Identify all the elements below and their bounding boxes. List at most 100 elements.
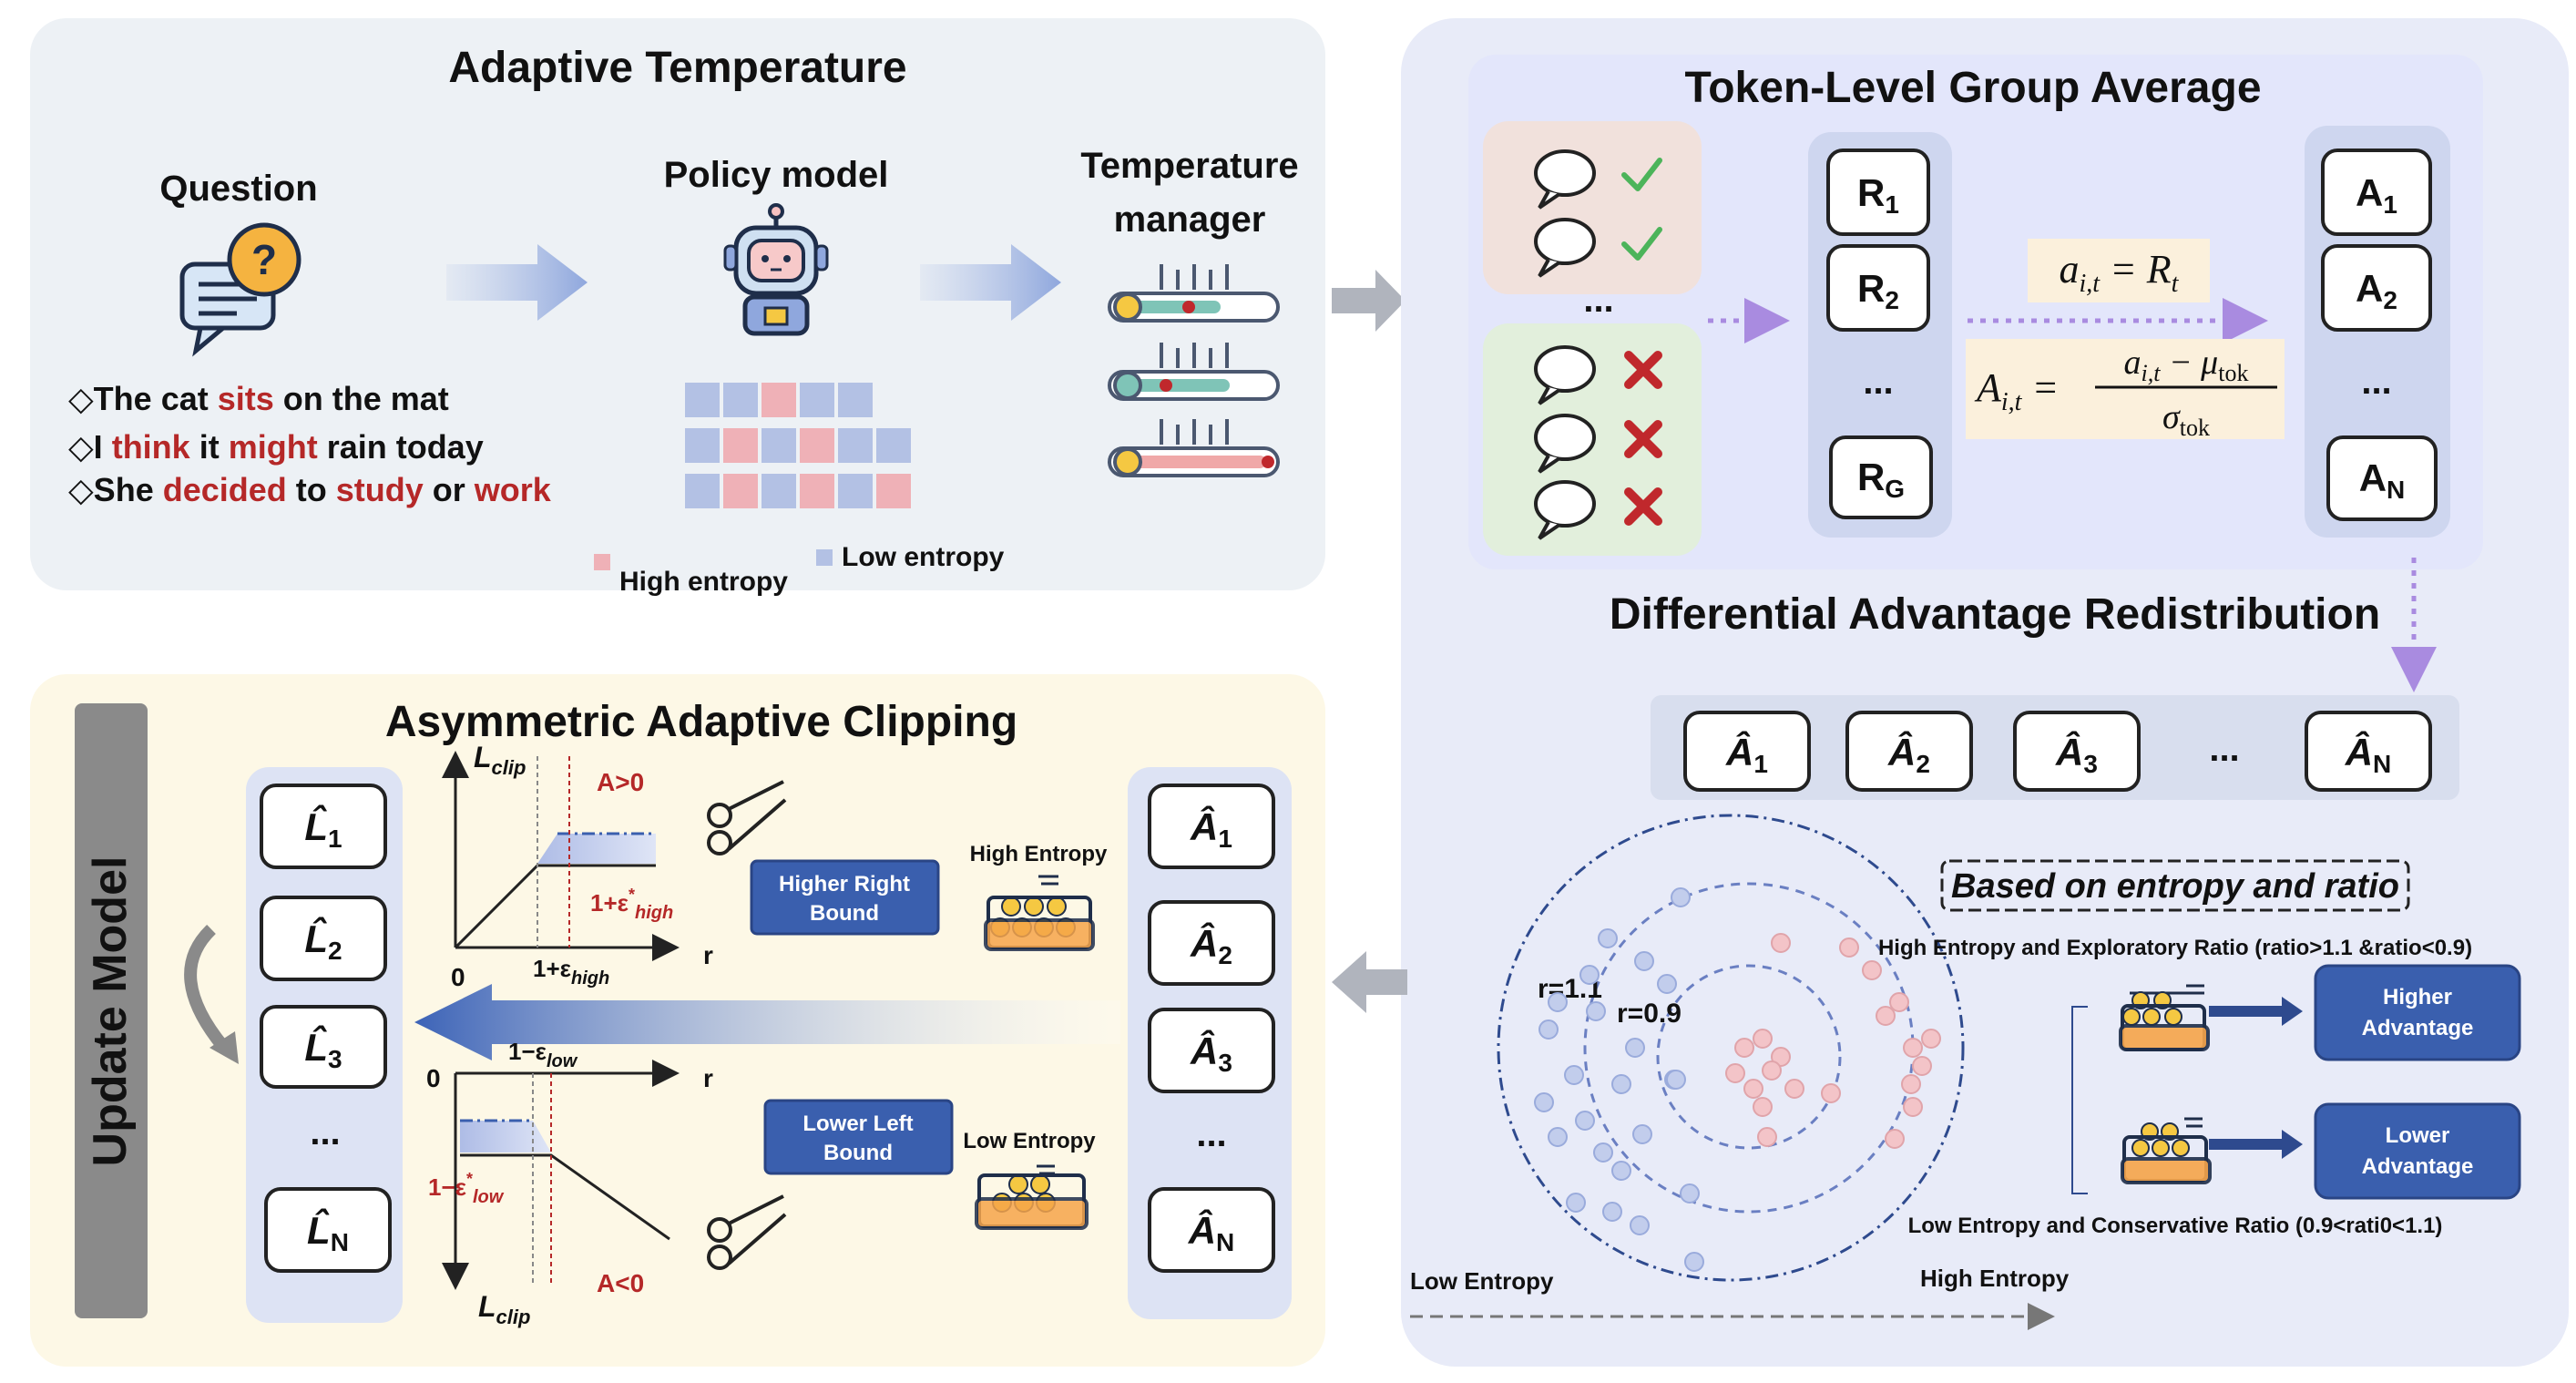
clip-hat-a-box-1 [1148,784,1275,869]
policy-model-label: Policy model [664,155,889,195]
update-curve-arrow [184,924,230,1052]
clip-hat-a-box-n [1148,1187,1275,1273]
low-entropy-pot-label: Low Entropy [963,1129,1096,1153]
reward-label-2: R2 [1857,267,1899,314]
connector-arrow-right [1332,270,1406,332]
lower-r-axis-label: r [703,1064,713,1092]
higher-right-bound-box [750,859,940,936]
a-negative-label: A<0 [597,1269,644,1297]
higher-advantage-line1: Higher [2383,985,2452,1009]
cross-icon-1 [1624,351,1662,389]
high-entropy-points [1725,933,1941,1149]
token-group-panel [1468,55,2483,569]
temperature-manager-label-line2: manager [1114,200,1266,240]
lower-left-bound-line2: Bound [823,1141,893,1165]
temperature-manager-label-line1: Temperature [1080,146,1298,186]
cross-icon-3 [1624,487,1662,526]
lower-clip-plot [442,1060,680,1290]
advantage-label-1: A1 [2356,171,2397,219]
high-entropy-axis-label: High Entropy [1920,1265,2070,1292]
hat-a-label-2: Â2 [1887,730,1930,778]
upper-eps-high-x-label: 1+εhigh [533,955,609,989]
hat-l-label-1: L̂1 [304,804,342,853]
higher-advantage-box [2314,964,2521,1061]
differential-title: Differential Advantage Redistribution [1610,590,2380,639]
formula-a-eq: ai,t = Rt [2060,247,2180,298]
clip-hat-a-label-1: Â1 [1190,804,1232,853]
clip-hat-a-label-2: Â2 [1190,921,1232,969]
hat-l-box-1 [260,784,387,869]
token-group-title: Token-Level Group Average [1684,64,2261,112]
high-entropy-swatch [594,554,610,570]
advantage-label-2: A2 [2356,267,2397,314]
formula-a-box [2028,239,2210,302]
question-label: Question [159,169,317,209]
clip-hat-a-label-3: Â3 [1190,1029,1232,1077]
hat-a-ellipsis: ... [2209,729,2239,769]
wrong-chat-icon-3 [1534,480,1596,540]
entropy-token-grid [685,383,911,508]
svg-text:?: ? [251,236,277,283]
wrong-chat-icon-1 [1534,345,1596,405]
hat-l-box-3 [260,1005,387,1089]
check-icon-1 [1621,158,1662,191]
high-entropy-pot-icon [984,875,1095,951]
lower-zero-label: 0 [426,1064,441,1092]
inner-ratio-circle [1656,964,1842,1150]
scissors-icon-upper [707,780,787,855]
high-entropy-pot-icon-right [2119,984,2210,1051]
low-entropy-caption: Low Entropy and Conservative Ratio (0.9<… [1908,1214,2443,1238]
upper-r-axis-label: r [703,941,713,969]
hat-l-label-3: L̂3 [304,1025,342,1073]
higher-right-bound-line1: Higher Right [779,872,910,896]
advantage-box-1 [2321,149,2432,236]
correct-responses-group [1483,121,1702,294]
high-entropy-caption: High Entropy and Exploratory Ratio (rati… [1878,936,2472,960]
clip-hat-a-label-n: ÂN [1188,1208,1235,1256]
based-on-box [1940,859,2410,912]
low-entropy-pot-icon [975,1164,1089,1230]
hat-a-label-1: Â1 [1725,730,1768,778]
based-on-label: Based on entropy and ratio [1951,867,2399,906]
flow-arrow-1 [446,244,588,321]
formula-a-normalized-box [1966,339,2285,439]
lower-advantage-box [2314,1102,2521,1200]
correct-chat-icon-1 [1534,149,1596,210]
lower-advantage-line2: Advantage [2362,1154,2474,1179]
hat-l-label-n: L̂N [307,1208,349,1256]
low-entropy-pot-icon-right [2121,1117,2212,1184]
update-model-label: Update Model [84,856,137,1167]
reward-label-g: RG [1857,456,1905,503]
clip-hat-a-ellipsis: ... [1196,1114,1226,1154]
example-sentence-2: ◇I think it might rain today [68,428,484,466]
hat-l-box-n [264,1187,392,1273]
wrong-chat-icon-2 [1534,414,1596,474]
upper-l-clip-label: Lclip [474,741,526,779]
example-sentence-3: ◇She decided to study or work [68,471,552,508]
advantage-ellipsis: ... [2361,362,2391,402]
low-entropy-swatch [816,549,833,566]
group-ellipsis: ... [1583,280,1613,320]
flow-arrow-2 [920,244,1061,321]
higher-advantage-line2: Advantage [2362,1016,2474,1040]
adaptive-temperature-title: Adaptive Temperature [448,44,906,92]
lower-l-clip-label: Lclip [478,1290,530,1328]
reward-ellipsis: ... [1863,362,1893,402]
connector-arrow-left [1332,951,1407,1013]
lower-eps-low-x-label: 1−εlow [508,1038,578,1071]
higher-advantage-arrow [2209,997,2303,1026]
reward-box-g [1829,435,1933,519]
lower-eps-low-y-label: 1−ε*low [428,1170,505,1207]
upper-eps-high-y-label: 1+ε*high [590,886,673,923]
cross-icon-2 [1624,420,1662,458]
clip-hat-a-box-2 [1148,900,1275,986]
lower-left-bound-line1: Lower Left [802,1112,913,1136]
check-icon-2 [1621,227,1662,261]
adaptive-temperature-panel [30,18,1325,590]
reward-label-1: R1 [1857,171,1899,219]
upper-zero-label: 0 [451,963,465,991]
clip-hat-a-box-3 [1148,1008,1275,1093]
formula-advantage-lhs: Ai,t = [1974,365,2059,416]
advantage-box-2 [2321,244,2432,332]
